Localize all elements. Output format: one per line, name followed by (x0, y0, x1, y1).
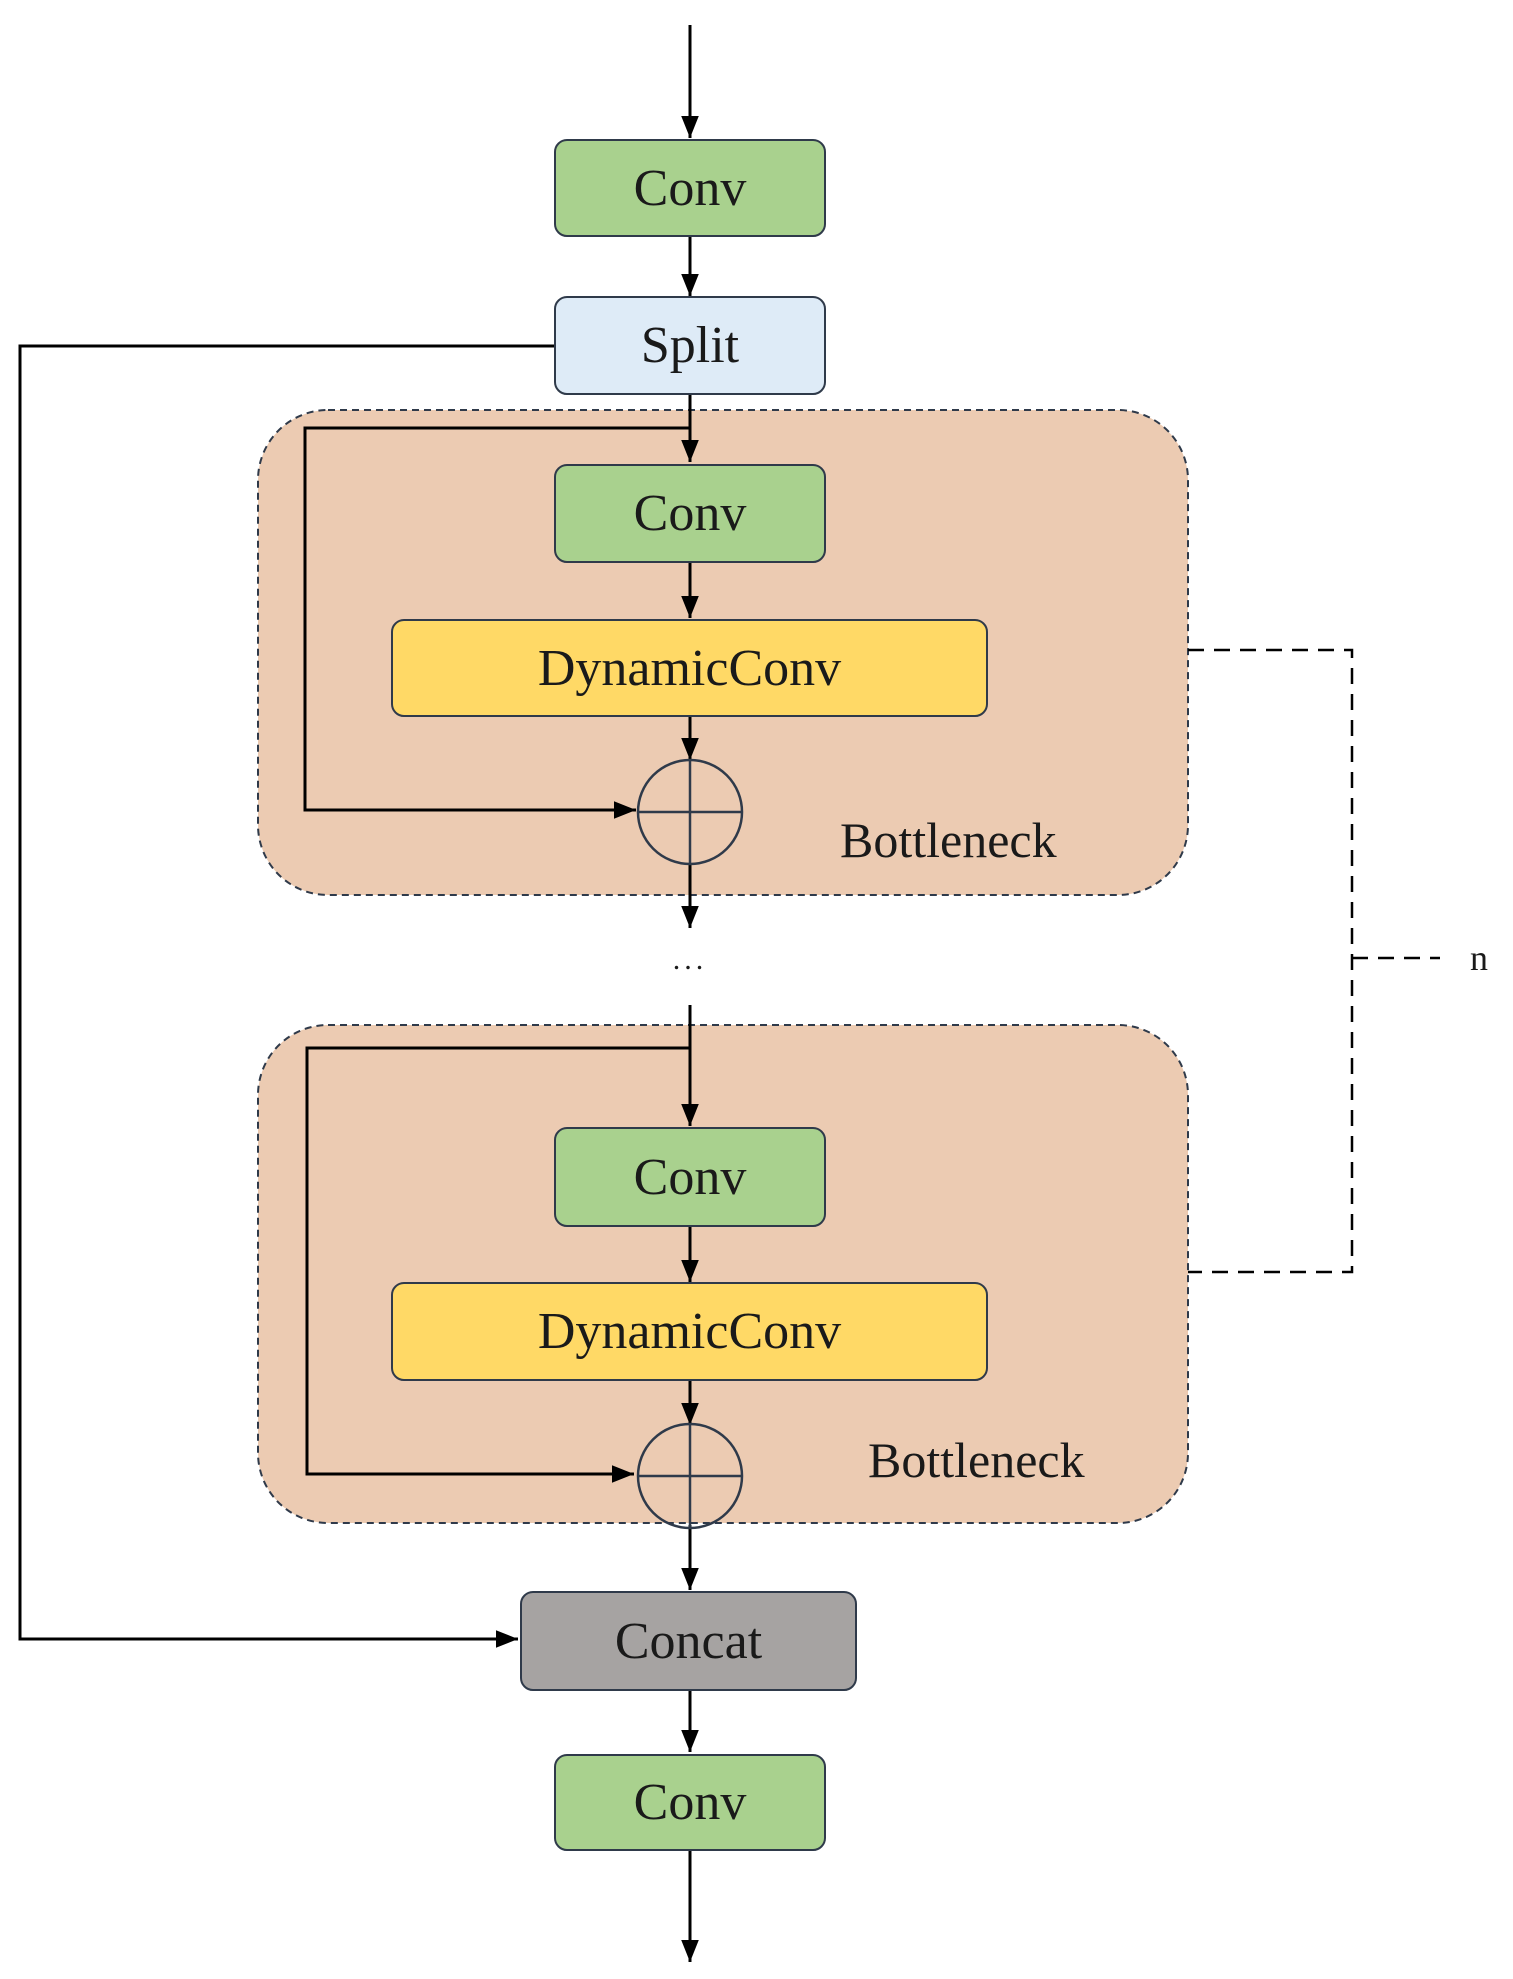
split-label: Split (640, 317, 740, 374)
conv-out-label: Conv (633, 1774, 747, 1831)
bn1-conv-box (554, 464, 826, 563)
bn1-dynamicconv-label: DynamicConv (537, 639, 842, 697)
split-box (554, 296, 826, 395)
split-bypass-line (18, 344, 555, 1648)
bn2-shortcut (305, 1046, 690, 1483)
bn2-conv-label: Conv (633, 1148, 747, 1206)
bn1-conv-label: Conv (633, 485, 747, 542)
conv-in-label: Conv (633, 159, 747, 217)
conv-out-box (554, 1754, 826, 1851)
bn1-dyn-box (391, 619, 988, 717)
ellipsis-label: ... (672, 943, 708, 976)
bottleneck-2-label: Bottleneck (868, 1432, 1085, 1488)
repeat-count-label: n (1470, 938, 1488, 978)
bn1-shortcut (303, 426, 690, 819)
bn2-dyn-box (391, 1282, 988, 1381)
repeat-bracket (1188, 648, 1354, 1274)
bn1-add-icon (636, 758, 744, 866)
bn2-conv-box (554, 1127, 826, 1227)
bn2-add-icon (636, 1422, 744, 1530)
concat-label: Concat (614, 1612, 763, 1670)
concat-box (520, 1591, 857, 1691)
bottleneck-2-container (257, 1024, 1189, 1524)
conv-in-box (554, 139, 826, 237)
bn2-dynamicconv-label: DynamicConv (537, 1303, 842, 1360)
bottleneck-1-label: Bottleneck (840, 812, 1057, 868)
